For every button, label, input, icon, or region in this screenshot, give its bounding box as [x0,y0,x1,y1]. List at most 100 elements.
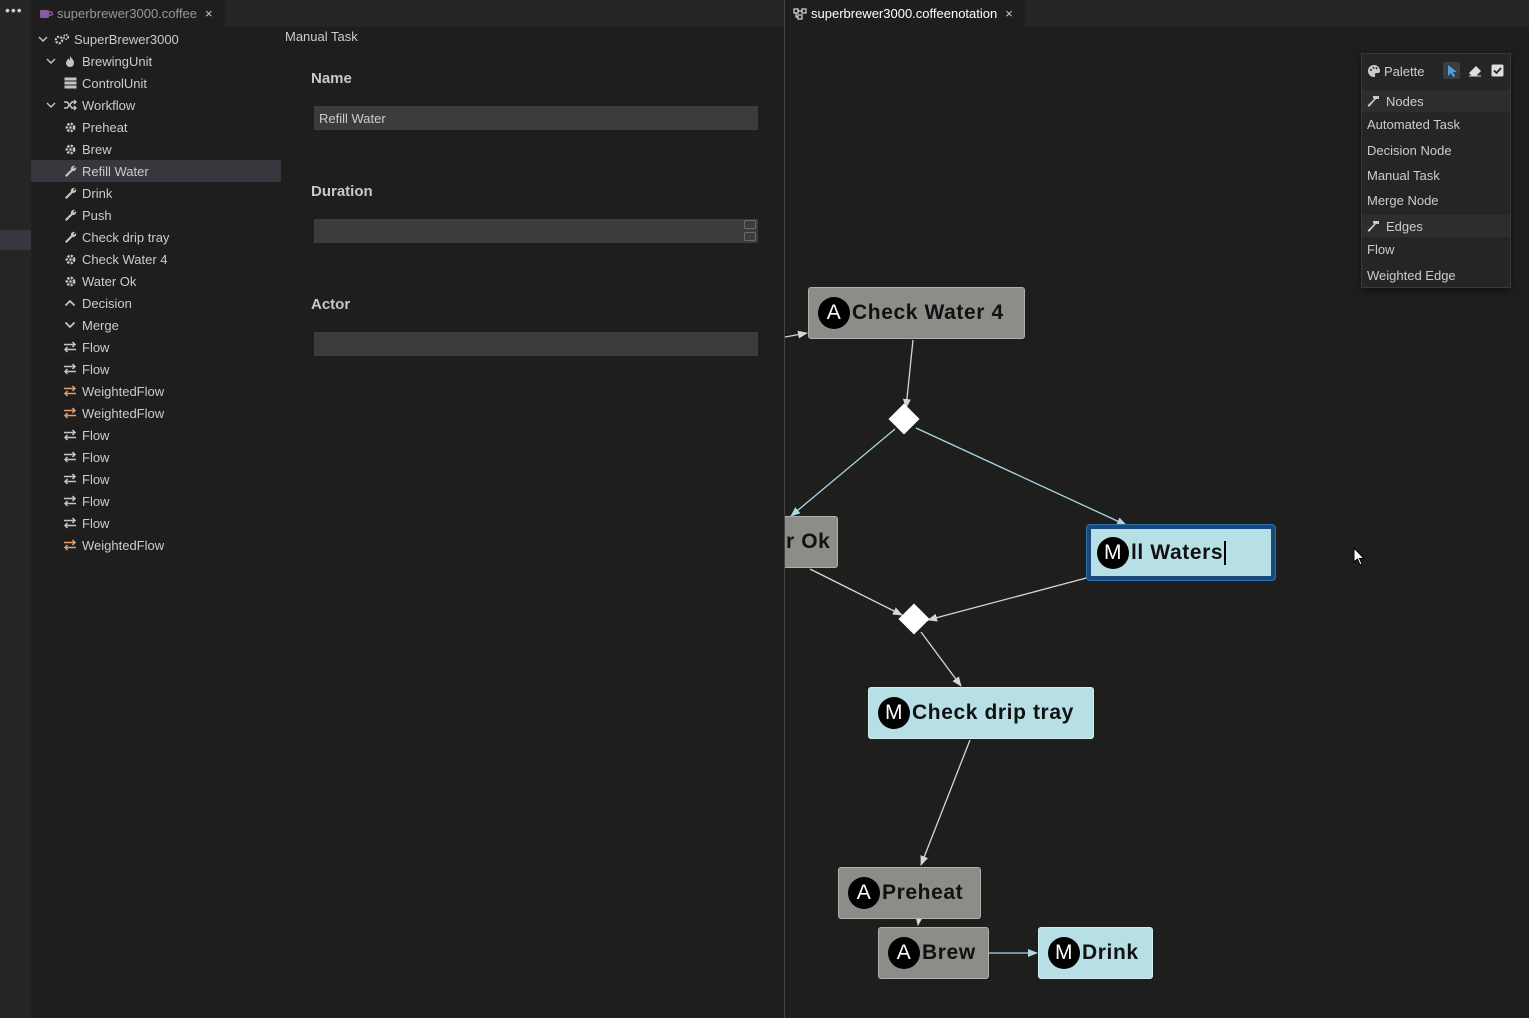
node-brew[interactable]: A Brew [878,927,989,979]
coffee-file-icon [39,8,53,20]
node-drink[interactable]: M Drink [1038,927,1153,979]
tree-item[interactable]: Decision [31,292,281,314]
edge[interactable] [785,330,808,339]
tab-coffee-notation[interactable]: superbrewer3000.coffeenotation × [785,0,1025,27]
edge[interactable] [920,631,962,687]
pointer-tool-icon[interactable] [1443,62,1460,79]
tree-item[interactable]: Merge [31,314,281,336]
edge[interactable] [920,739,971,866]
group-label: Nodes [1386,93,1424,109]
tree-item[interactable]: Workflow [31,94,281,116]
tree-item[interactable]: ControlUnit [31,72,281,94]
automated-badge: A [818,297,850,329]
manual-badge: M [878,697,910,729]
palette-item-manual-task[interactable]: Manual Task [1367,168,1440,183]
node-check-water[interactable]: A Check Water 4 [808,287,1025,339]
palette-group-edges[interactable]: Edges [1362,215,1510,237]
tree-item-label: WeightedFlow [82,383,165,399]
edge[interactable] [790,428,896,517]
name-input[interactable] [314,106,758,130]
tab-label: superbrewer3000.coffeenotation [811,6,998,21]
eraser-tool-icon[interactable] [1466,62,1483,79]
close-icon[interactable]: × [204,6,213,21]
tree-item[interactable]: WeightedFlow [31,534,281,556]
edge[interactable] [902,339,914,409]
node-label: r Ok [786,530,831,553]
tree-item[interactable]: Refill Water [31,160,281,182]
chevron-down-icon[interactable] [44,102,58,109]
chevron-down-icon[interactable] [44,58,58,65]
actor-input[interactable] [314,332,758,356]
palette-item-decision-node[interactable]: Decision Node [1367,143,1452,158]
more-actions-icon[interactable]: ••• [5,2,23,18]
tab-coffee-model[interactable]: superbrewer3000.coffee × [31,0,225,27]
palette-header: Palette [1362,54,1510,88]
tree-item[interactable]: Drink [31,182,281,204]
tree-item[interactable]: SuperBrewer3000 [31,28,281,50]
tree-item[interactable]: WeightedFlow [31,380,281,402]
tree-item[interactable]: BrewingUnit [31,50,281,72]
tree-item-label: Flow [82,449,110,465]
palette-item-flow[interactable]: Flow [1367,242,1395,257]
close-icon[interactable]: × [1005,6,1013,21]
node-label-editor[interactable]: ll Waters [1131,540,1227,565]
tree-item-label: Check Water 4 [82,251,168,267]
tree-item[interactable]: Flow [31,358,281,380]
validate-tool-icon[interactable] [1489,62,1506,79]
palette-item-weighted-edge[interactable]: Weighted Edge [1367,268,1456,283]
edge[interactable] [809,568,903,616]
decrement-button[interactable] [744,232,756,241]
edge[interactable] [927,576,1091,622]
tree-item[interactable]: Brew [31,138,281,160]
palette-icon [1367,64,1381,78]
node-label: Preheat [882,881,964,904]
wrench-icon [62,209,78,222]
tree-item[interactable]: Flow [31,490,281,512]
node-refill-water[interactable]: M ll Waters [1087,525,1275,580]
tree-item[interactable]: Push [31,204,281,226]
wrench-icon [62,165,78,178]
tree-item-label: Flow [82,427,110,443]
node-preheat[interactable]: A Preheat [838,867,981,919]
editor-divider[interactable] [784,0,785,1018]
tree-item[interactable]: WeightedFlow [31,402,281,424]
tree-item-label: Refill Water [82,163,149,179]
merge-node[interactable] [898,603,930,635]
tree-item[interactable]: Flow [31,336,281,358]
name-label: Name [311,70,352,87]
palette-item-automated-task[interactable]: Automated Task [1367,117,1460,132]
edges-layer [785,330,1127,957]
exchange-icon [62,363,78,375]
tree-item-label: Push [82,207,112,223]
gear-icon [62,253,78,266]
exchange-weighted-icon [62,385,78,397]
tab-label: superbrewer3000.coffee [57,6,197,21]
duration-field [314,219,758,243]
tree-item-label: WeightedFlow [82,405,165,421]
activity-bar: ••• [0,0,31,1018]
palette-item-merge-node[interactable]: Merge Node [1367,193,1439,208]
increment-button[interactable] [744,220,756,229]
node-label: Drink [1082,941,1139,964]
tree-item[interactable]: Check Water 4 [31,248,281,270]
tree-item[interactable]: Flow [31,424,281,446]
tree-item[interactable]: Flow [31,446,281,468]
exchange-icon [62,517,78,529]
node-water-ok[interactable]: r Ok [785,516,838,568]
shuffle-icon [62,99,78,111]
tree-item[interactable]: Check drip tray [31,226,281,248]
chevron-down-icon[interactable] [36,36,50,43]
duration-input[interactable] [314,219,758,243]
tree-item-label: Water Ok [82,273,137,289]
node-check-drip-tray[interactable]: M Check drip tray [868,687,1094,739]
tree-item[interactable]: Water Ok [31,270,281,292]
flame-icon [62,55,78,68]
gears-icon [54,33,70,46]
tree-item[interactable]: Preheat [31,116,281,138]
edge[interactable] [915,915,924,926]
tree-item-label: SuperBrewer3000 [74,31,179,47]
edge[interactable] [915,427,1127,526]
tree-item[interactable]: Flow [31,468,281,490]
palette-group-nodes[interactable]: Nodes [1362,90,1510,112]
tree-item[interactable]: Flow [31,512,281,534]
